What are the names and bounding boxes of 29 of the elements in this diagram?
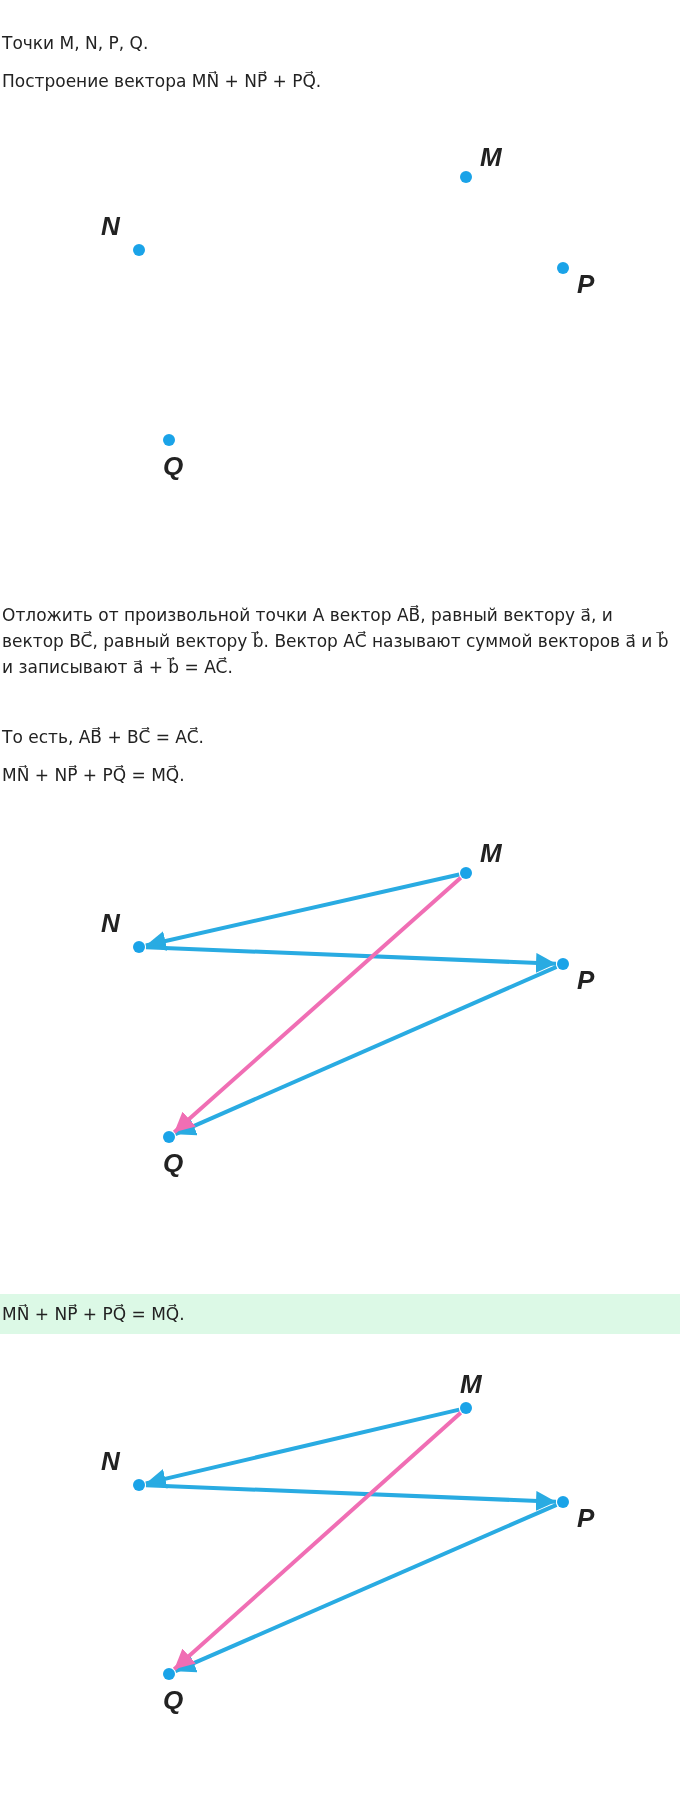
point-letter: N [101, 212, 120, 240]
formula-text: То есть, AB⃗ + BC⃗ = AC⃗. [2, 726, 205, 749]
highlighted-answer: MN⃗ + NP⃗ + PQ⃗ = MQ⃗. [0, 1294, 680, 1334]
vector-arrow [172, 876, 463, 1134]
vector-arrow [174, 965, 558, 1136]
point-letter: P [577, 270, 595, 298]
labeled-point [163, 1668, 183, 1714]
formula-text: Точки M, N, P, Q. [2, 32, 150, 55]
vector-arrow [172, 1411, 463, 1671]
point-letter: N [101, 909, 120, 937]
labeled-point [163, 1131, 183, 1177]
point-letter: Q [163, 1149, 184, 1177]
point-letter: N [101, 1447, 120, 1475]
formula-text: MN⃗ + NP⃗ + PQ⃗ = MQ⃗. [2, 764, 186, 787]
formula-text: Построение вектора MN⃗ + NP⃗ + PQ⃗. [2, 70, 323, 93]
point-letter: P [577, 1504, 595, 1532]
point-letter: M [480, 143, 502, 171]
vector-arrow [145, 1407, 460, 1489]
definition-paragraph: Отложить от произвольной точки A вектор AB⃗, равный вектору a⃗, и вектор BC⃗, равный вектору b⃗. Вектор AC⃗ называют суммой векторов a⃗ и b⃗ и записывают a⃗ + b⃗ = AC⃗. [2, 604, 670, 679]
vector-arrow [174, 1502, 558, 1674]
point-letter: M [480, 839, 502, 867]
point-letter: Q [163, 1686, 184, 1714]
vector-arrow [145, 945, 557, 973]
point-letter: Q [163, 452, 184, 480]
point-letter: M [460, 1370, 482, 1398]
labeled-point [163, 434, 183, 480]
vector-arrow [145, 1483, 557, 1511]
vector-arrow [145, 872, 460, 951]
point-letter: P [577, 966, 595, 994]
